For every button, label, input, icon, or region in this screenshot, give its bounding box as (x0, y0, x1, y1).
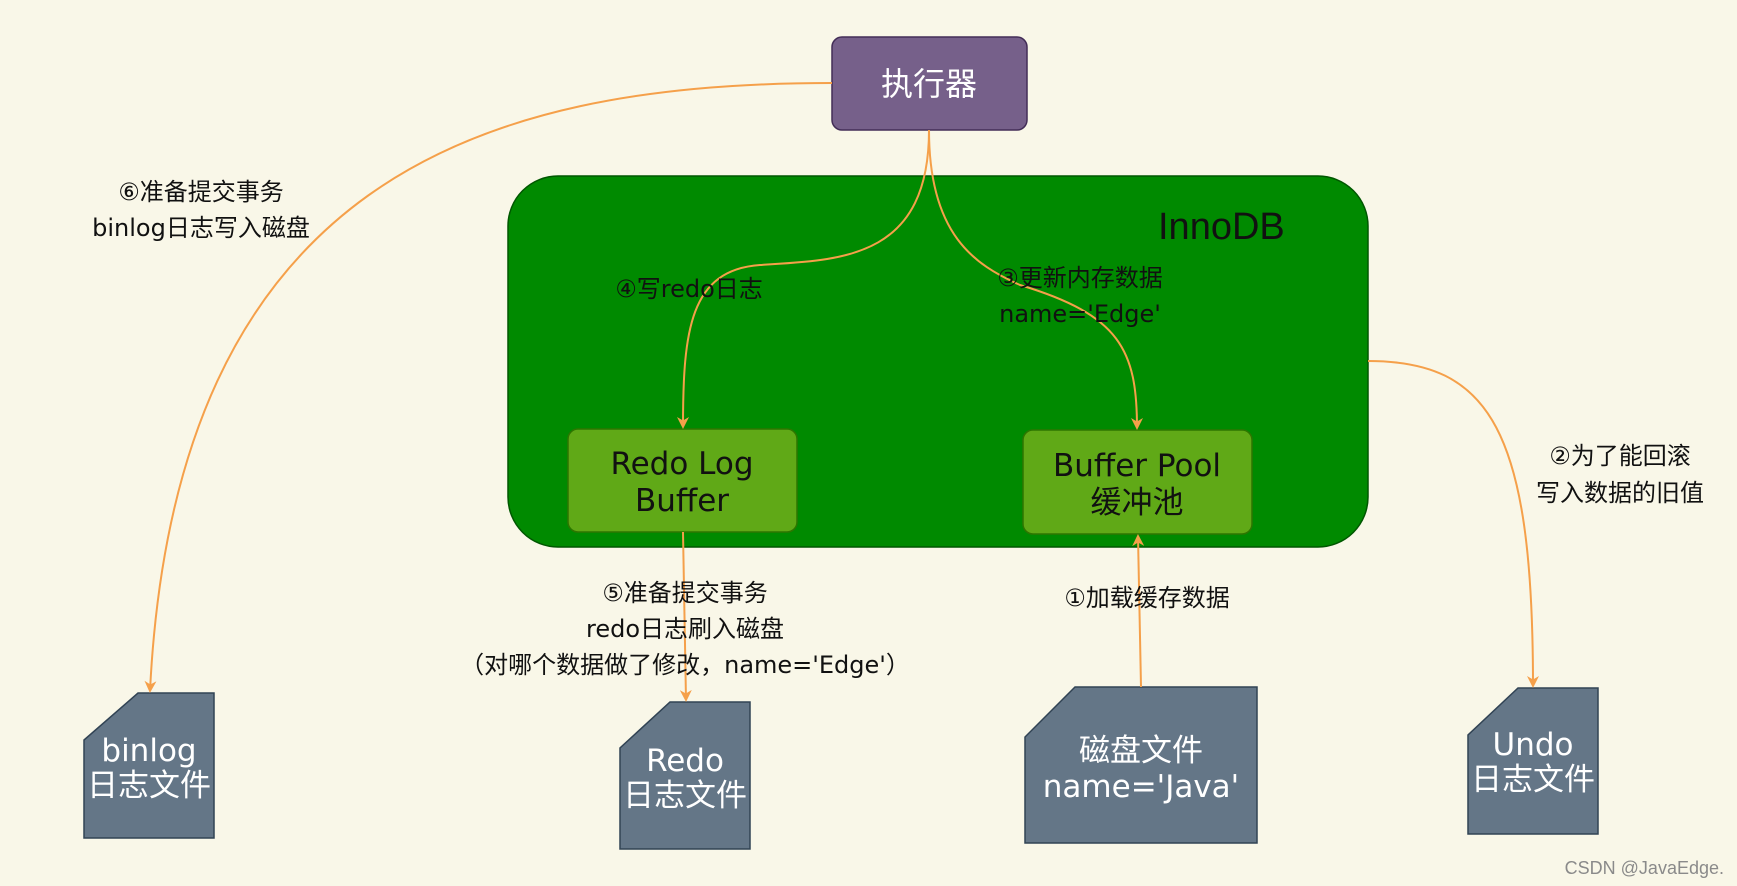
undo-file-shape (1467, 687, 1599, 835)
binlog-file-shape (83, 692, 215, 839)
step5-label-line2: redo日志刷入磁盘 (586, 615, 784, 643)
watermark: CSDN @JavaEdge. (1565, 858, 1724, 878)
binlog-file-label-line1: binlog (101, 733, 196, 769)
step6-label-line2: binlog日志写入磁盘 (92, 214, 310, 242)
redo-file-label-line1: Redo (646, 743, 724, 779)
step4-arrow-executor-to-redo-buffer (677, 129, 930, 429)
buffer-pool-box (1022, 429, 1253, 535)
innodb-title: InnoDB (1158, 206, 1285, 248)
undo-file-label-line1: Undo (1493, 727, 1574, 763)
disk-file-label-line2: name='Java' (1043, 769, 1239, 805)
step4-label-line1: ④写redo日志 (615, 275, 763, 303)
buffer-pool-label-line1: Buffer Pool (1053, 448, 1221, 484)
step1-label-line1: ①加载缓存数据 (1064, 584, 1230, 612)
step5-arrow-redo-buffer-to-redo-file (679, 531, 692, 702)
redo-file-label-line2: 日志文件 (623, 778, 747, 814)
step5-label-line1: ⑤准备提交事务 (602, 579, 768, 607)
step3-label-line1: ③更新内存数据 (997, 264, 1163, 292)
step2-arrow-innodb-to-undo (1367, 360, 1539, 688)
step2-label-line1: ②为了能回滚 (1549, 442, 1691, 470)
redo-log-buffer-box (567, 428, 798, 533)
redo-log-buffer-label-line2: Buffer (635, 483, 729, 519)
executor-label: 执行器 (881, 65, 977, 103)
undo-file-label-line2: 日志文件 (1471, 762, 1595, 798)
step3-arrow-executor-to-buffer-pool (928, 129, 1143, 430)
disk-file-label-line1: 磁盘文件 (1079, 733, 1203, 769)
step1-arrow-disk-to-buffer-pool (1132, 534, 1145, 688)
step6-label-line1: ⑥准备提交事务 (118, 178, 284, 206)
buffer-pool-label-line2: 缓冲池 (1091, 485, 1184, 521)
step3-label-line2: name='Edge' (999, 300, 1161, 328)
binlog-file-label-line2: 日志文件 (87, 768, 211, 804)
redo-file-shape (619, 701, 751, 850)
redo-log-buffer-label-line1: Redo Log (610, 446, 753, 482)
step2-label-line2: 写入数据的旧值 (1536, 479, 1704, 507)
disk-file-shape (1024, 686, 1258, 844)
step6-arrow-executor-to-binlog (144, 82, 833, 693)
step5-label-line3: （对哪个数据做了修改，name='Edge'） (460, 651, 910, 679)
